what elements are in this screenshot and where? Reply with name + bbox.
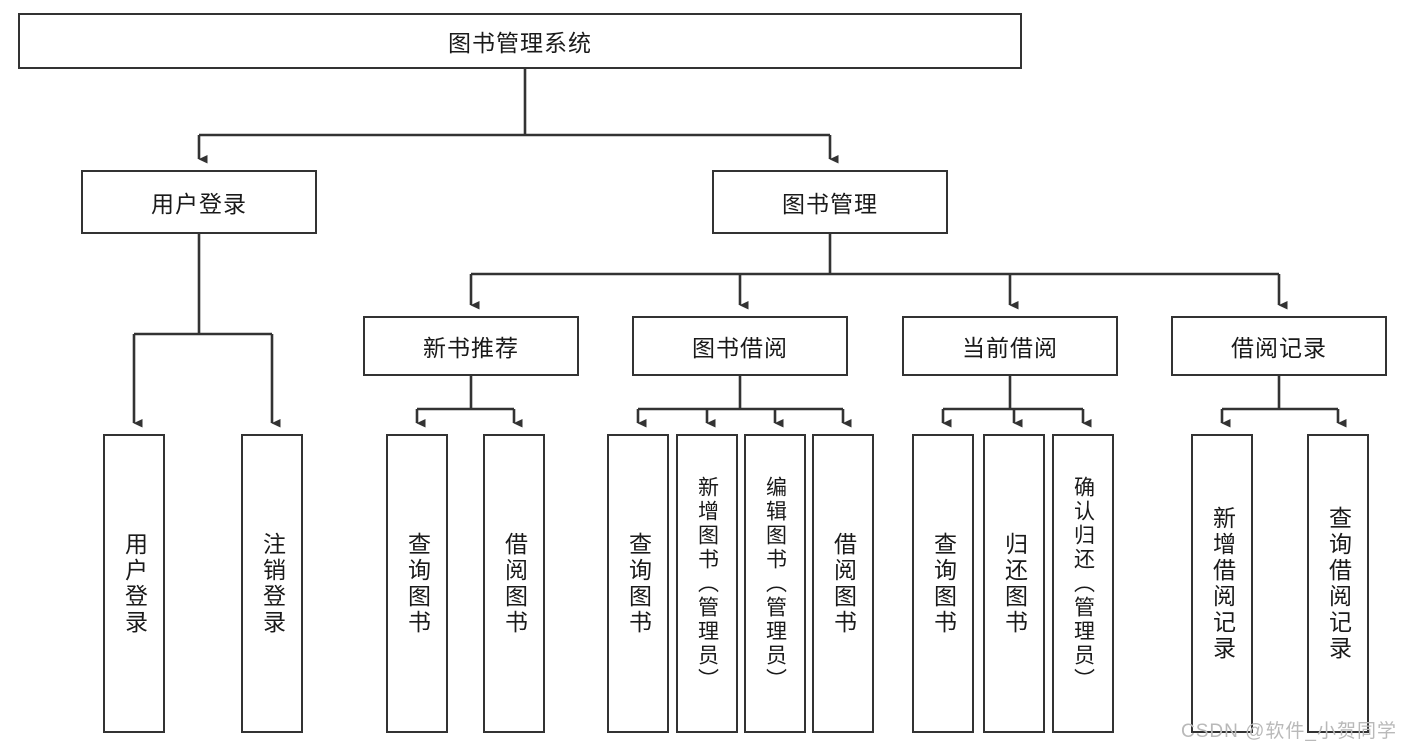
- node-label: 用户登录: [121, 531, 148, 636]
- node-leaf-leaf-query-borrow-record[interactable]: 查询借阅记录: [1307, 434, 1369, 733]
- node-level2-user-login[interactable]: 用户登录: [81, 170, 317, 234]
- node-label: 借阅记录: [1231, 335, 1327, 361]
- node-label: 新书推荐: [423, 335, 519, 361]
- node-label: 用户登录: [151, 191, 247, 217]
- node-label: 图书管理: [782, 191, 878, 217]
- node-leaf-leaf-confirm-return-admin[interactable]: 确认归还（管理员）: [1052, 434, 1114, 733]
- node-leaf-leaf-add-borrow-record[interactable]: 新增借阅记录: [1191, 434, 1253, 733]
- node-leaf-leaf-user-logout[interactable]: 注销登录: [241, 434, 303, 733]
- node-root-root[interactable]: 图书管理系统: [18, 13, 1022, 69]
- node-label: 图书管理系统: [448, 30, 592, 56]
- node-label: 归还图书: [1001, 531, 1028, 636]
- node-leaf-leaf-query-book-rec[interactable]: 查询图书: [386, 434, 448, 733]
- node-label: 查询借阅记录: [1325, 505, 1352, 662]
- node-level3-borrow-record[interactable]: 借阅记录: [1171, 316, 1387, 376]
- node-leaf-leaf-add-book-admin[interactable]: 新增图书（管理员）: [676, 434, 738, 733]
- node-level3-current-borrow[interactable]: 当前借阅: [902, 316, 1118, 376]
- connector-lines: [132, 69, 1347, 428]
- node-label: 借阅图书: [830, 531, 857, 636]
- node-label: 新增图书（管理员）: [695, 475, 719, 692]
- node-leaf-leaf-query-book-cur[interactable]: 查询图书: [912, 434, 974, 733]
- node-leaf-leaf-borrow-book-rec[interactable]: 借阅图书: [483, 434, 545, 733]
- node-leaf-leaf-return-book[interactable]: 归还图书: [983, 434, 1045, 733]
- node-label: 当前借阅: [962, 335, 1058, 361]
- node-label: 新增借阅记录: [1209, 505, 1236, 662]
- node-level3-new-book-recommend[interactable]: 新书推荐: [363, 316, 579, 376]
- node-label: 图书借阅: [692, 335, 788, 361]
- node-level2-book-manage[interactable]: 图书管理: [712, 170, 948, 234]
- node-leaf-leaf-edit-book-admin[interactable]: 编辑图书（管理员）: [744, 434, 806, 733]
- node-level3-book-borrow[interactable]: 图书借阅: [632, 316, 848, 376]
- node-label: 编辑图书（管理员）: [763, 475, 787, 692]
- node-label: 查询图书: [625, 531, 652, 636]
- node-label: 借阅图书: [501, 531, 528, 636]
- node-label: 注销登录: [259, 531, 286, 636]
- node-label: 确认归还（管理员）: [1071, 475, 1095, 692]
- node-leaf-leaf-user-login[interactable]: 用户登录: [103, 434, 165, 733]
- node-leaf-leaf-borrow-book[interactable]: 借阅图书: [812, 434, 874, 733]
- node-leaf-leaf-query-book-borrow[interactable]: 查询图书: [607, 434, 669, 733]
- node-label: 查询图书: [930, 531, 957, 636]
- node-label: 查询图书: [404, 531, 431, 636]
